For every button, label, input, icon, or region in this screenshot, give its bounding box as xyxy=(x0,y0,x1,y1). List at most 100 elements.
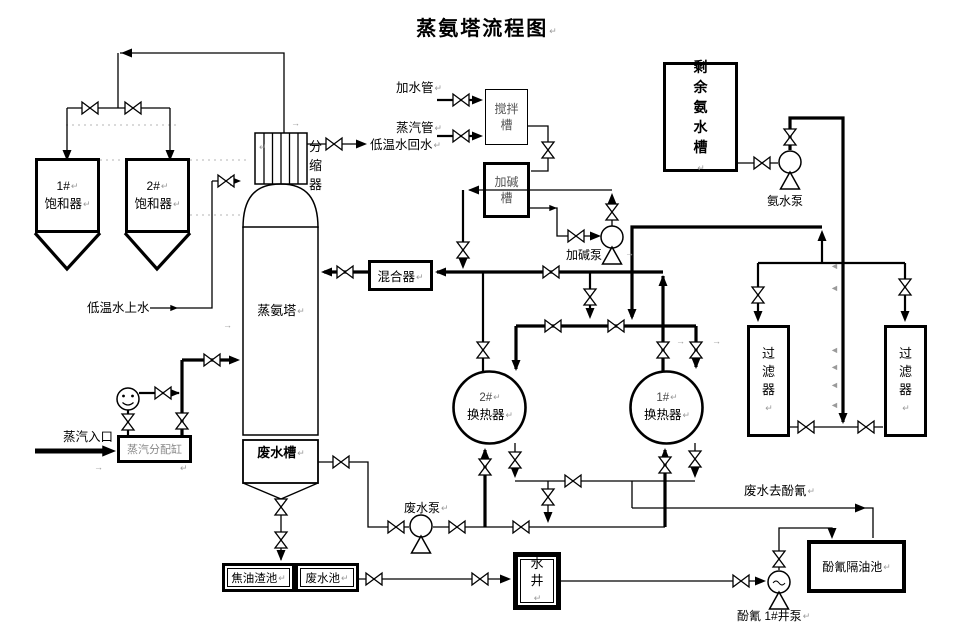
piping-thin xyxy=(66,52,883,582)
valve-icon xyxy=(175,412,189,430)
arrow-icon xyxy=(543,512,553,523)
valve-icon xyxy=(567,229,585,243)
arrow-icon xyxy=(627,309,637,320)
anchor-mark: ◄ xyxy=(830,345,839,355)
steam-drum: 蒸汽分配缸 xyxy=(117,435,192,463)
dotted-guide-lines xyxy=(66,124,246,216)
valve-icon xyxy=(607,319,625,333)
valve-icon xyxy=(471,572,489,586)
alkali-pump-label: 加碱泵 xyxy=(566,248,603,262)
arrow-icon xyxy=(102,445,116,457)
anchor-mark: ↵ xyxy=(180,463,188,473)
valve-icon xyxy=(751,286,765,304)
anchor-mark: ◄ xyxy=(830,261,839,271)
arrow-icon xyxy=(691,358,701,369)
valve-icon xyxy=(81,101,99,115)
anchor-mark: ◄ xyxy=(830,283,839,293)
arrow-icon xyxy=(585,308,595,319)
waste-tank-outline xyxy=(242,439,319,484)
valve-icon xyxy=(452,129,470,143)
valve-icon xyxy=(689,341,703,359)
heat-exchanger-1-shell xyxy=(629,370,704,445)
steam-inlet-label: 蒸汽入口 xyxy=(63,430,114,444)
water-pipe-label: 加水管↵ xyxy=(396,81,443,95)
valve-icon xyxy=(456,241,470,259)
waste-tank-label: 废水槽↵ xyxy=(257,445,305,460)
valve-icon xyxy=(476,341,490,359)
arrow-icon xyxy=(607,193,617,204)
arrow-icon xyxy=(658,275,668,286)
heat-exchanger-1-label: 1#↵ 换热器↵ xyxy=(643,391,691,422)
arrow-icon xyxy=(755,576,766,586)
valve-icon xyxy=(387,520,405,534)
valve-icon xyxy=(217,174,235,188)
valve-icon xyxy=(448,520,466,534)
valve-icon xyxy=(605,203,619,221)
valve-icon xyxy=(753,156,771,170)
heat-exchanger-2-shell xyxy=(452,370,527,445)
arrow-icon xyxy=(690,467,700,478)
anchor-mark: → xyxy=(712,336,721,346)
valve-icon xyxy=(688,450,702,468)
arrow-icon xyxy=(590,231,601,241)
well-pump-icon xyxy=(767,570,791,610)
arrow-icon xyxy=(817,230,827,241)
gauge-smiley-icon xyxy=(116,387,140,411)
waste-pump-icon xyxy=(409,514,433,554)
waste-pump-label: 废水泵↵ xyxy=(404,501,449,515)
arrow-icon xyxy=(435,267,446,277)
anchor-mark: ◄ xyxy=(830,362,839,372)
well-pump-impeller-mark xyxy=(772,580,786,586)
tower-dome xyxy=(242,183,319,229)
waste-to-phenol-label: 废水去酚氰↵ xyxy=(744,484,816,498)
arrow-icon xyxy=(838,413,848,424)
valve-icon xyxy=(732,574,750,588)
ammonia-pump-label: 氨水泵 xyxy=(767,194,804,208)
valve-icon xyxy=(544,319,562,333)
arrow-icon xyxy=(753,311,763,322)
ammonia-pump-icon xyxy=(778,150,802,190)
cold-water-supply-label: 低温水上水 xyxy=(87,301,150,315)
valve-icon xyxy=(121,413,135,431)
valve-icon xyxy=(564,474,582,488)
arrow-icon xyxy=(900,311,910,322)
anchor-mark: → xyxy=(291,118,300,128)
anchor-mark: → xyxy=(676,336,685,346)
arrow-icon xyxy=(171,389,180,397)
anchor-mark: → xyxy=(625,248,634,258)
valve-icon xyxy=(274,531,288,549)
arrow-icon xyxy=(549,204,557,212)
valve-icon xyxy=(508,451,522,469)
arrow-icon xyxy=(321,267,332,277)
valve-icon xyxy=(783,128,797,146)
valve-icon xyxy=(656,341,670,359)
water-well: 水井↵ xyxy=(513,552,561,610)
tower-label: 蒸氨塔↵ xyxy=(257,303,305,318)
valve-icon xyxy=(332,455,350,469)
valve-icon xyxy=(658,456,672,474)
tower-body xyxy=(242,226,319,436)
arrow-icon xyxy=(468,185,479,195)
valve-icon xyxy=(124,101,142,115)
valve-icon xyxy=(274,498,288,516)
anchor-mark: ◄ xyxy=(830,400,839,410)
heat-exchanger-2-label: 2#↵ 换热器↵ xyxy=(466,391,514,422)
arrow-icon xyxy=(855,503,866,513)
valve-icon xyxy=(541,141,555,159)
valve-icon xyxy=(203,353,221,367)
valve-icon xyxy=(452,93,470,107)
valve-icon xyxy=(898,278,912,296)
arrow-icon xyxy=(276,550,286,561)
anchor-mark: ↵ xyxy=(259,142,267,152)
well-pump-label: 酚氰 1#井泵↵ xyxy=(737,609,811,623)
steam-pipe-label: 蒸汽管↵ xyxy=(396,121,443,135)
arrow-icon xyxy=(170,304,178,312)
anchor-mark: → xyxy=(94,462,103,472)
valve-icon xyxy=(365,572,383,586)
alkali-pump-icon xyxy=(600,225,624,265)
arrow-icon xyxy=(480,448,490,459)
valve-icon xyxy=(512,520,530,534)
tar-residue-pool: 焦油渣池↵ xyxy=(222,563,295,592)
